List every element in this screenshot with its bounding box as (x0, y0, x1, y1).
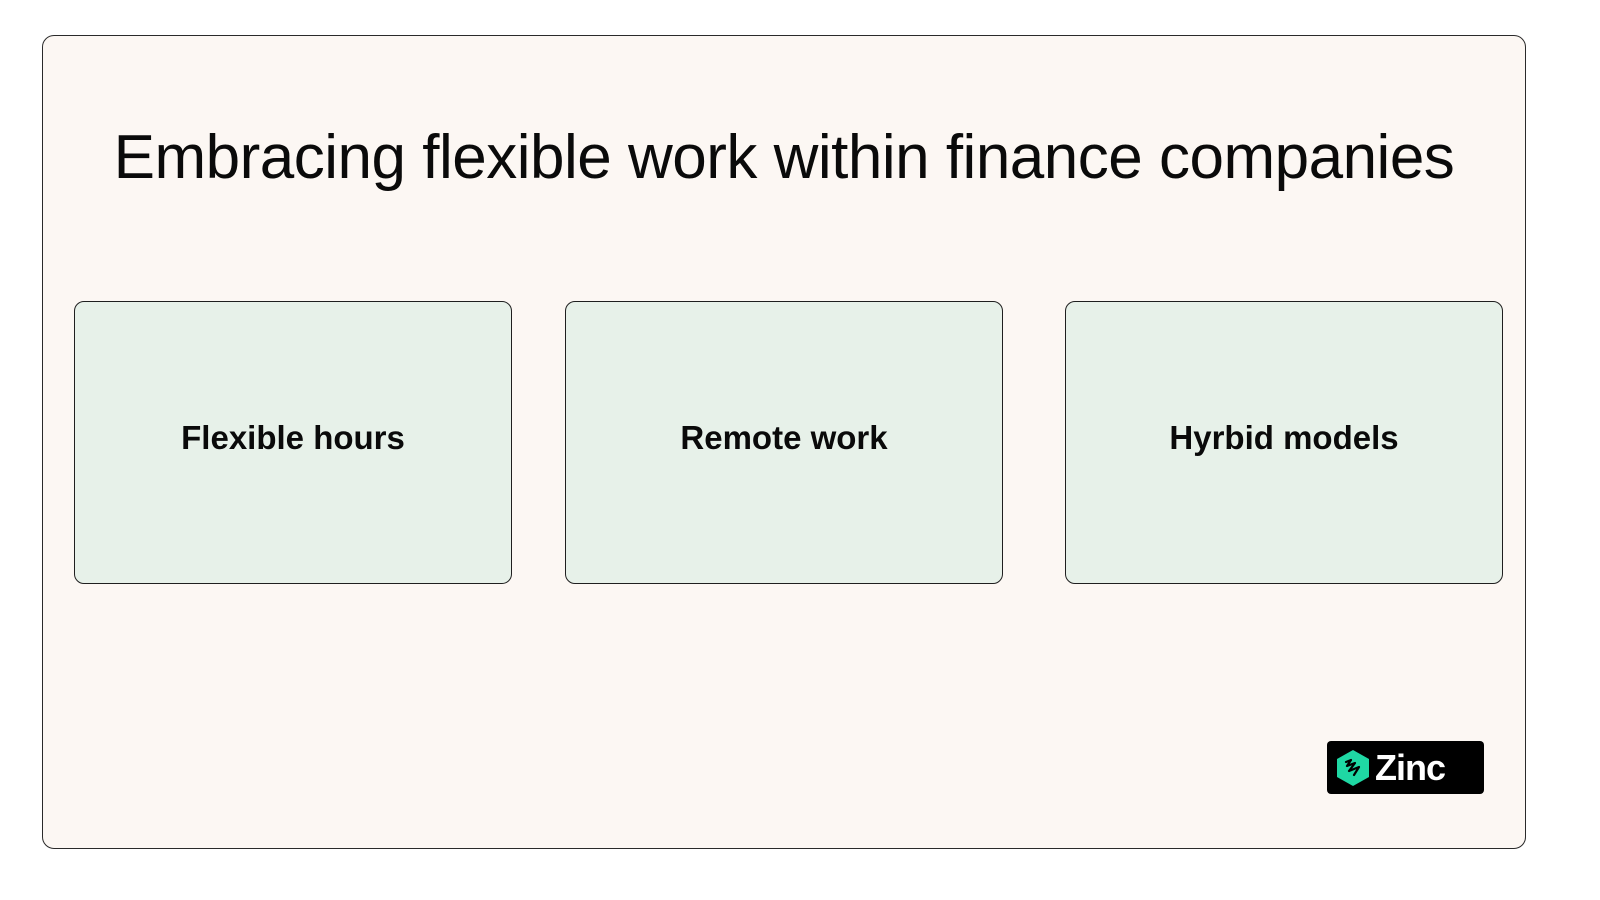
slide-title: Embracing flexible work within finance c… (113, 123, 1455, 192)
zinc-hexagon-icon (1337, 749, 1369, 786)
card-hybrid-models: Hyrbid models (1065, 301, 1503, 584)
card-label: Flexible hours (181, 418, 405, 456)
card-remote-work: Remote work (565, 301, 1003, 584)
slide: Embracing flexible work within finance c… (42, 35, 1526, 849)
zinc-logo: Zinc (1327, 741, 1484, 794)
logo-text: Zinc (1375, 746, 1446, 788)
card-label: Remote work (680, 418, 888, 456)
card-flexible-hours: Flexible hours (74, 301, 512, 584)
card-label: Hyrbid models (1169, 418, 1399, 456)
